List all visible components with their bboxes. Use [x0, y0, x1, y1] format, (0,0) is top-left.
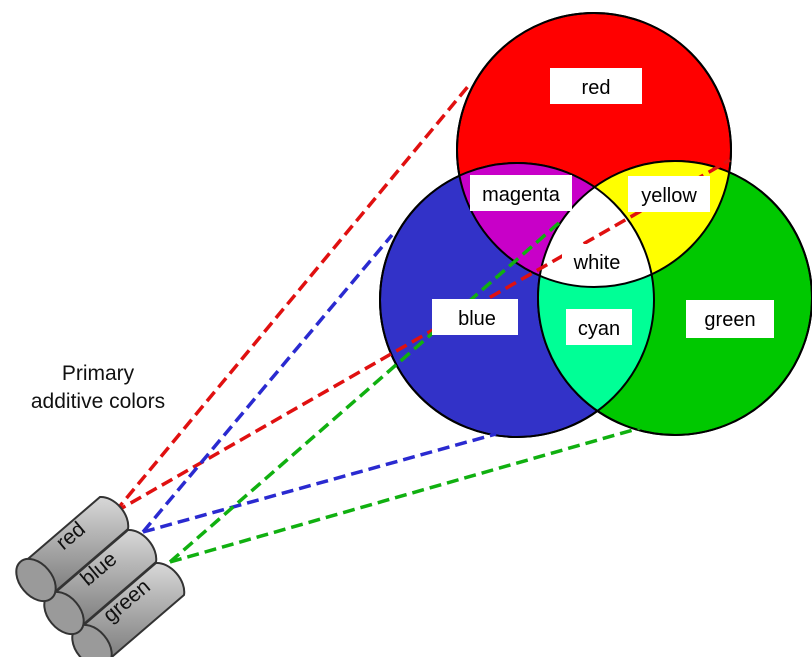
blue-label: blue [458, 308, 496, 330]
white-label: white [573, 252, 621, 274]
projectors: green blue red [15, 495, 186, 657]
red-label: red [582, 77, 611, 99]
caption-line-2: additive colors [31, 390, 165, 413]
cyan-label: cyan [578, 318, 620, 340]
projector-blue: blue [43, 528, 158, 636]
green-beam [169, 426, 641, 564]
red-beam [114, 158, 731, 514]
blue-beam [142, 432, 497, 534]
red-beam [113, 82, 472, 514]
region-labels: red magenta yellow white blue cyan green [432, 68, 774, 345]
green-label: green [704, 309, 755, 331]
blue-beam [141, 233, 394, 534]
projection-beams [113, 82, 731, 564]
yellow-label: yellow [641, 185, 697, 207]
caption-line-1: Primary [62, 362, 135, 385]
projector-red: red [15, 495, 130, 603]
green-beam [168, 220, 562, 564]
magenta-label: magenta [482, 184, 561, 206]
